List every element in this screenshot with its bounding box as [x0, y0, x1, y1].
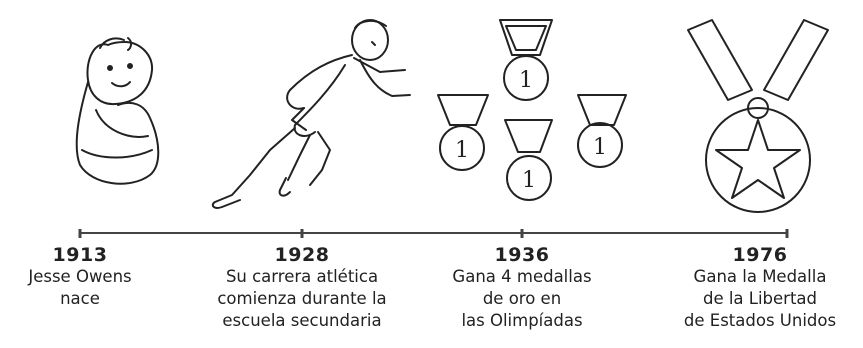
event-desc-line: comienza durante la: [217, 289, 387, 308]
event-desc-line: de la Libertad: [702, 289, 818, 308]
event-desc-line: Gana 4 medallas: [452, 267, 592, 286]
event-1936: 1936 Gana 4 medallas de oro en las Olimp…: [422, 244, 622, 332]
event-year: 1913: [52, 244, 108, 266]
event-1928: 1928 Su carrera atlética comienza durant…: [202, 244, 402, 332]
event-desc-line: Jesse Owens: [28, 267, 132, 286]
svg-text:1: 1: [522, 168, 536, 193]
svg-text:1: 1: [455, 138, 469, 163]
event-year: 1976: [732, 244, 788, 266]
runner-icon: [211, 19, 411, 209]
event-desc-line: Gana la Medalla: [693, 267, 827, 286]
event-desc-line: Su carrera atlética: [225, 267, 379, 286]
event-desc-line: de oro en: [482, 289, 562, 308]
baby-icon: [75, 37, 160, 185]
illustrations: 1 1 1 1: [75, 19, 829, 213]
timeline-axis: [78, 229, 789, 238]
svg-text:1: 1: [593, 135, 607, 160]
event-desc-line: nace: [60, 289, 100, 308]
freedom-medal-icon: [687, 19, 829, 213]
gold-medals-icon: 1 1 1 1: [437, 19, 627, 201]
svg-text:1: 1: [519, 68, 533, 93]
event-1913: 1913 Jesse Owens nace: [0, 244, 180, 310]
event-desc-line: las Olimpíadas: [461, 311, 583, 330]
event-desc-line: escuela secundaria: [222, 311, 382, 330]
event-1976: 1976 Gana la Medalla de la Libertad de E…: [660, 244, 860, 332]
event-year: 1928: [274, 244, 330, 266]
event-desc-line: de Estados Unidos: [683, 311, 837, 330]
event-year: 1936: [494, 244, 550, 266]
